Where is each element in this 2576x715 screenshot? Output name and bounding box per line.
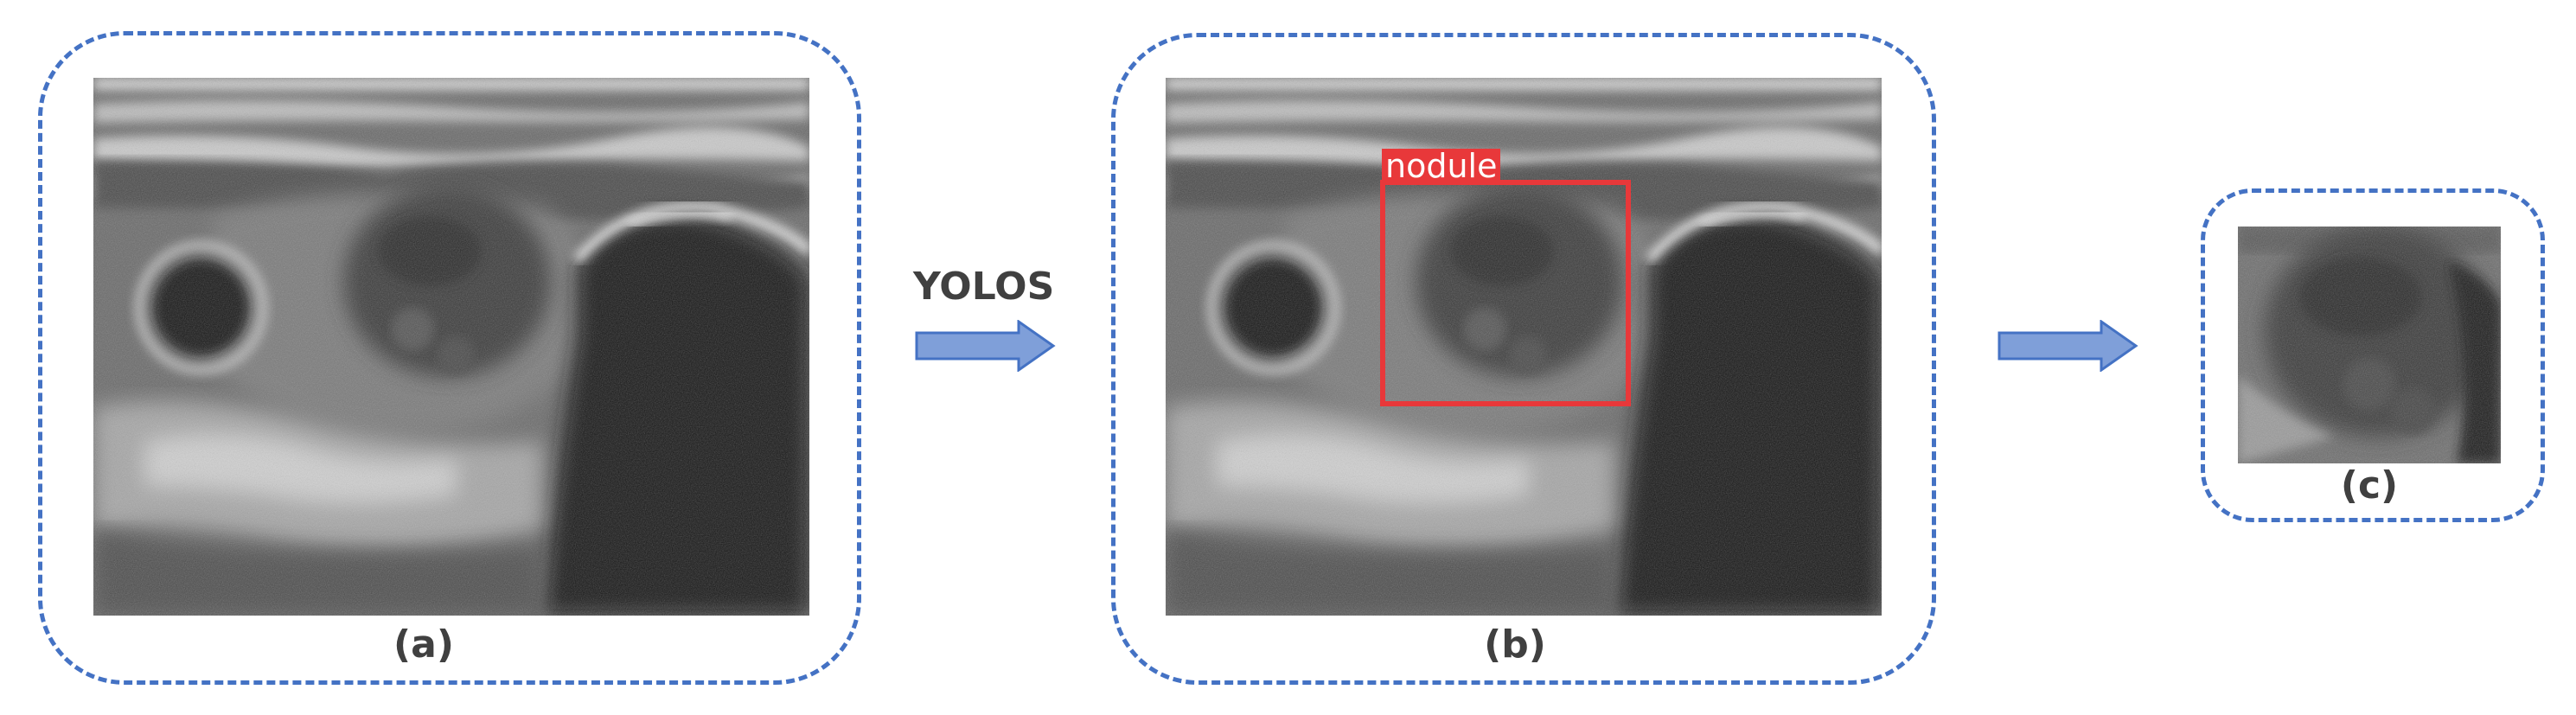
panel-a xyxy=(38,31,861,685)
cropped-ultrasound-image-graphic xyxy=(2238,227,2501,463)
cropped-ultrasound-image xyxy=(2238,227,2501,463)
panel-c xyxy=(2201,188,2545,522)
ultrasound-image-a-graphic xyxy=(93,78,809,616)
caption-c: (c) xyxy=(2340,463,2399,508)
arrow-label-yolos: YOLOS xyxy=(913,265,1055,309)
detection-label: nodule xyxy=(1382,149,1501,183)
panel-b xyxy=(1111,33,1936,685)
ultrasound-image-a xyxy=(93,78,809,616)
right-arrow-icon xyxy=(915,320,1056,372)
ultrasound-image-b xyxy=(1166,78,1882,616)
caption-b: (b) xyxy=(1484,622,1546,667)
detection-bounding-box xyxy=(1380,180,1631,406)
right-arrow-icon-2 xyxy=(1998,320,2138,372)
caption-a: (a) xyxy=(393,622,454,667)
